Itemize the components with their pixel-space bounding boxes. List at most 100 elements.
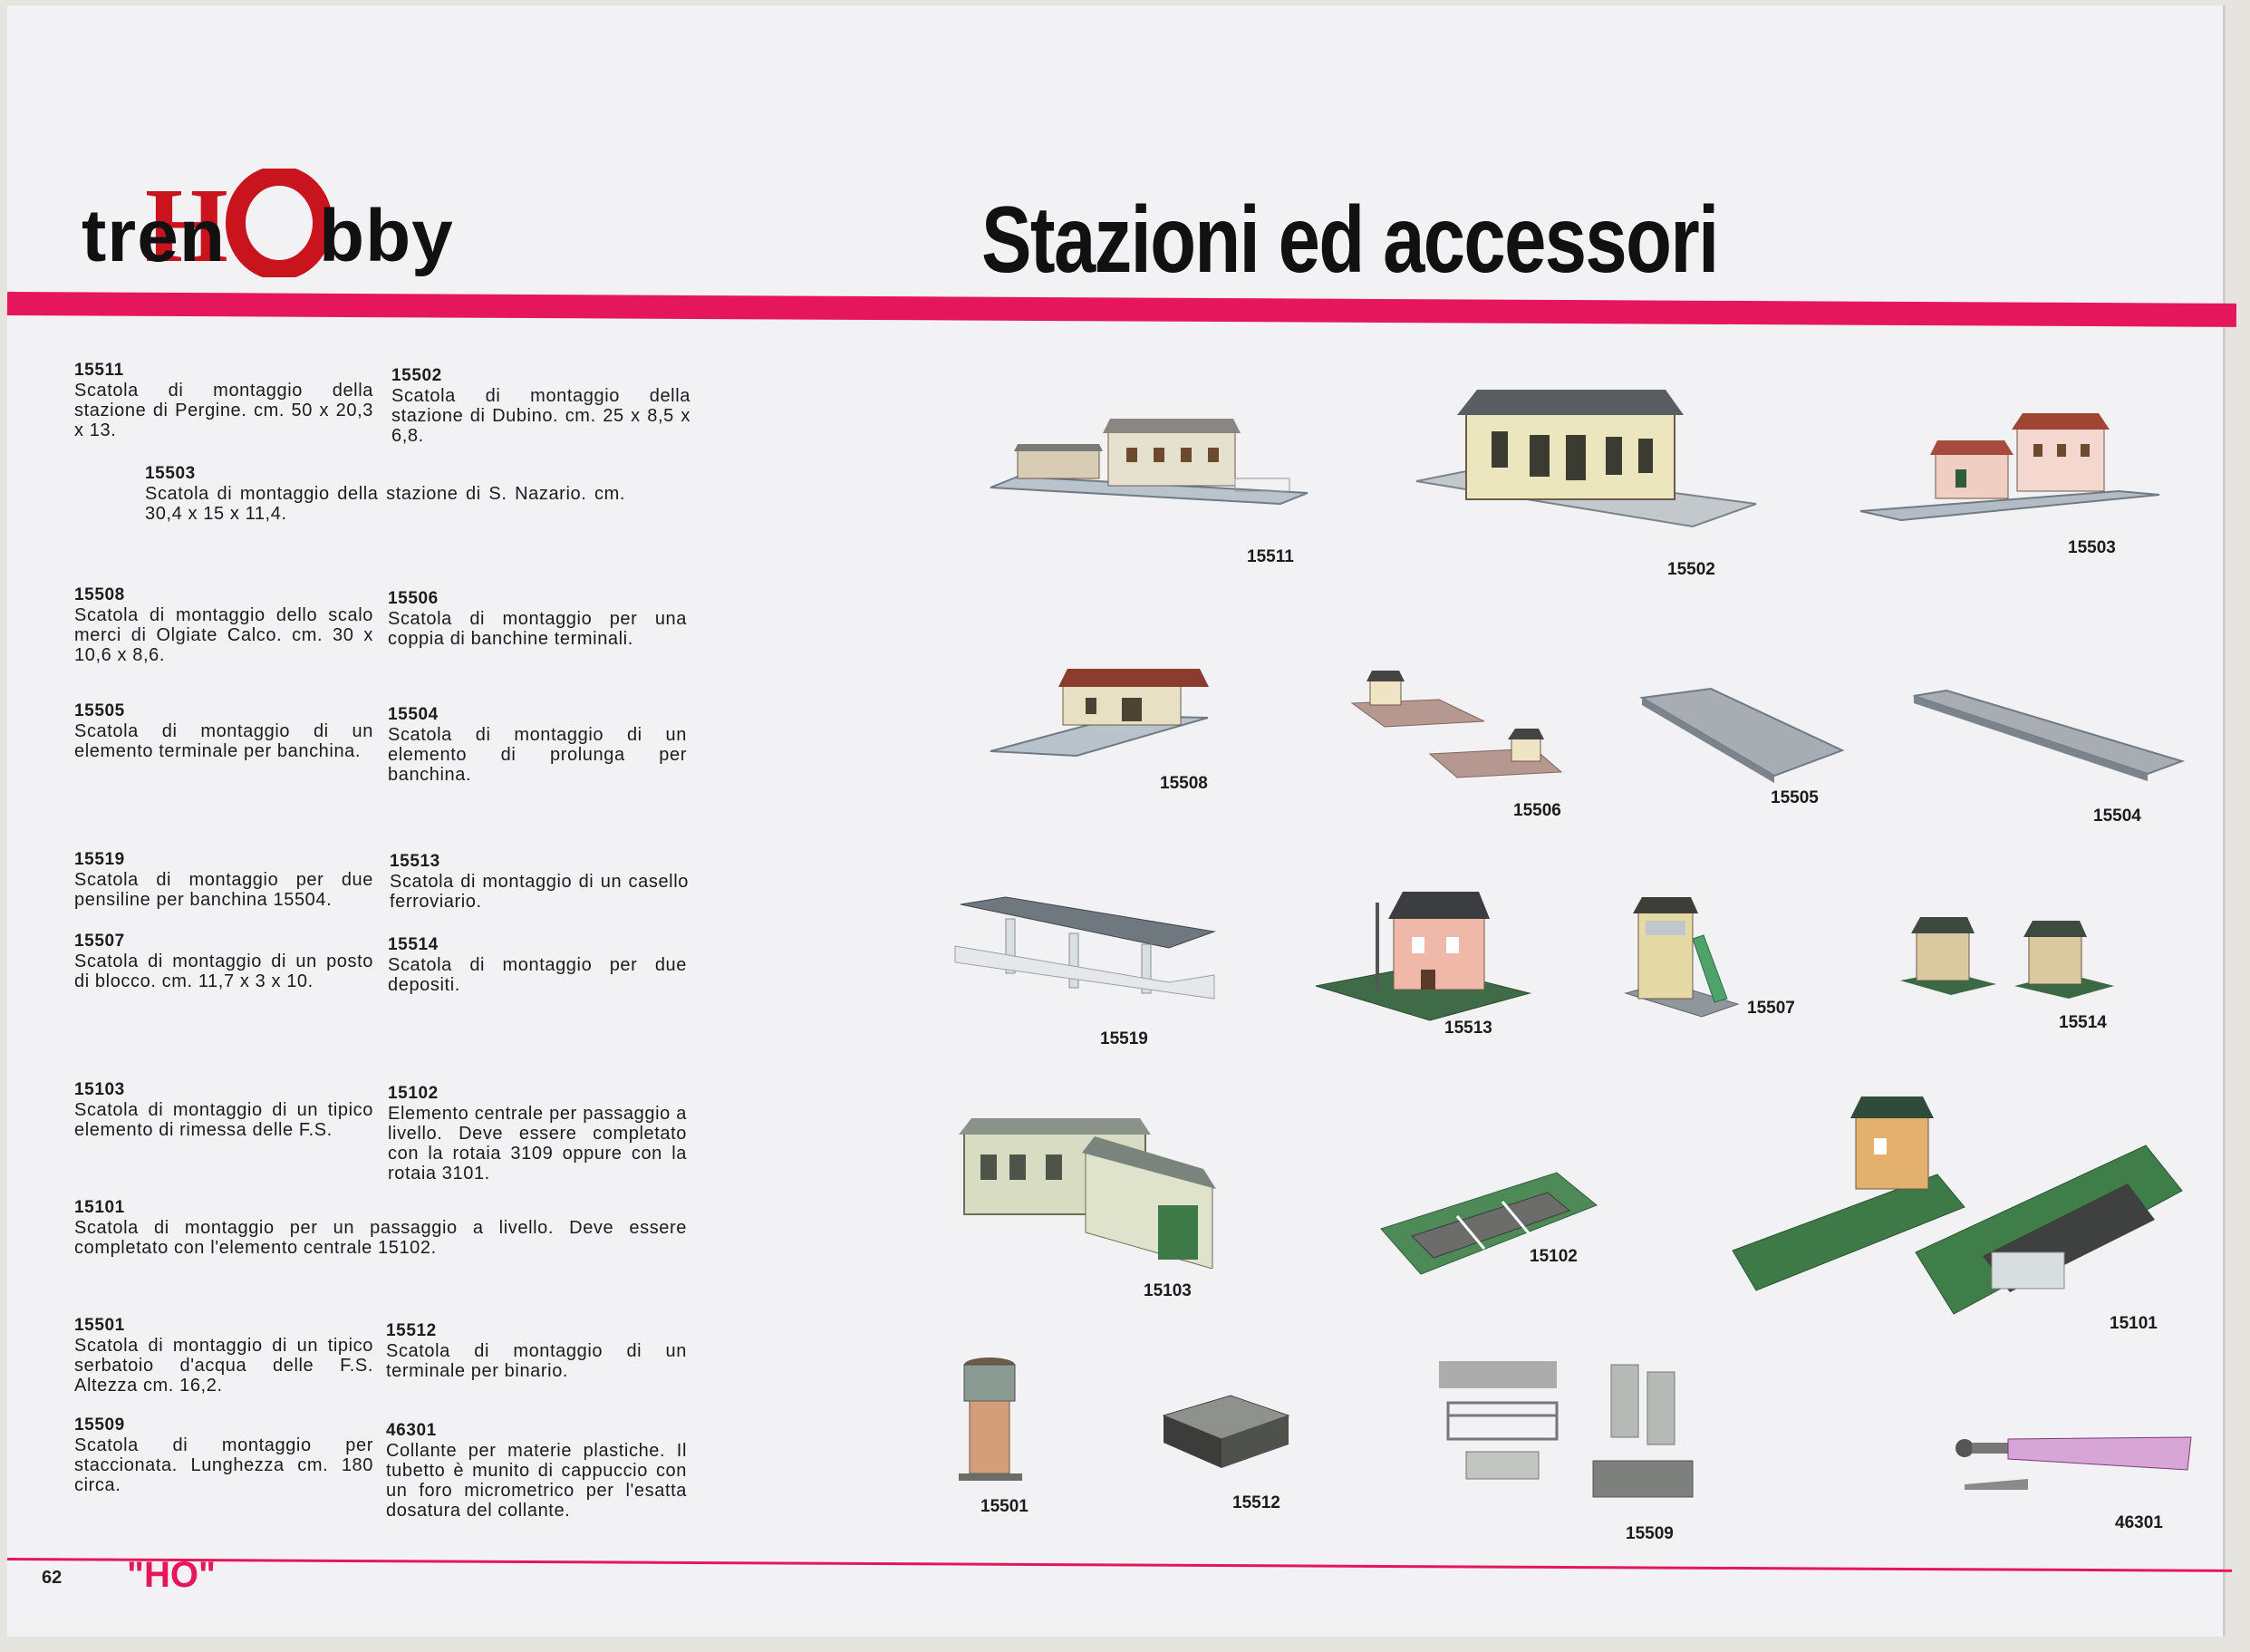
level-crossing-center-icon xyxy=(1380,1172,1598,1275)
figure-label: 15503 xyxy=(2068,538,2116,557)
page-number: 62 xyxy=(42,1568,63,1588)
entry-code: 15501 xyxy=(74,1316,125,1335)
entry-15102: 15102 Elemento centrale per passaggio a … xyxy=(388,1084,687,1183)
station-building-icon xyxy=(1415,390,1757,528)
entry-code: 46301 xyxy=(386,1421,437,1440)
figure-label: 15512 xyxy=(1232,1493,1280,1512)
ho-logo-mark-icon: H xyxy=(145,169,333,277)
engine-shed-icon xyxy=(959,1118,1216,1269)
figure-label: 15508 xyxy=(1160,774,1208,793)
figure-label: 15509 xyxy=(1626,1524,1674,1543)
figure-label: 15501 xyxy=(980,1497,1028,1516)
entry-description: Scatola di montaggio per staccionata. Lu… xyxy=(74,1435,373,1495)
platform-ramp-icon xyxy=(1638,687,1845,783)
entry-15103: 15103 Scatola di montaggio di un tipico … xyxy=(74,1080,373,1140)
entry-description: Elemento centrale per passaggio a livell… xyxy=(388,1104,687,1183)
entry-code: 15508 xyxy=(74,585,125,604)
entry-description: Collante per materie plastiche. Il tubet… xyxy=(386,1441,687,1521)
figure-label: 15514 xyxy=(2059,1013,2107,1032)
entry-code: 15505 xyxy=(74,701,125,720)
entry-15504: 15504 Scatola di montaggio di un element… xyxy=(388,705,687,785)
entry-code: 15509 xyxy=(74,1415,125,1435)
entry-15509: 15509 Scatola di montaggio per stacciona… xyxy=(74,1415,373,1495)
entry-description: Scatola di montaggio di un tipico serbat… xyxy=(74,1336,373,1396)
page-title: Stazioni ed accessori xyxy=(981,188,1719,293)
entry-description: Scatola di montaggio per un passaggio a … xyxy=(74,1218,687,1258)
entry-code: 15101 xyxy=(74,1198,125,1217)
footer-brand: "HO" xyxy=(127,1555,216,1595)
fence-kit-icon xyxy=(1439,1361,1694,1498)
figure-label: 46301 xyxy=(2115,1513,2163,1532)
entry-15101: 15101 Scatola di montaggio per un passag… xyxy=(74,1198,687,1258)
water-tower-icon xyxy=(959,1357,1022,1481)
svg-text:H: H xyxy=(145,169,228,277)
entry-code: 15102 xyxy=(388,1084,439,1103)
entry-15502: 15502 Scatola di montaggio della stazion… xyxy=(391,366,690,446)
figure-label: 15101 xyxy=(2110,1314,2158,1333)
figure-label: 15502 xyxy=(1667,560,1715,579)
entry-15514: 15514 Scatola di montaggio per due depos… xyxy=(388,935,687,995)
figure-label: 15505 xyxy=(1771,788,1819,807)
entry-code: 15513 xyxy=(390,852,440,871)
station-building-icon xyxy=(990,419,1308,506)
figure-label: 15519 xyxy=(1100,1029,1148,1048)
entry-description: Scatola di montaggio per una coppia di b… xyxy=(388,609,687,649)
entry-15511: 15511 Scatola di montaggio della stazion… xyxy=(74,361,373,440)
entry-code: 15503 xyxy=(145,464,196,483)
station-building-icon xyxy=(1859,413,2160,522)
entry-description: Scatola di montaggio dello scalo merci d… xyxy=(74,605,373,665)
entry-15503: 15503 Scatola di montaggio della stazion… xyxy=(145,464,625,524)
figure-label: 15513 xyxy=(1444,1019,1492,1038)
entry-description: Scatola di montaggio di un casello ferro… xyxy=(390,872,689,912)
entry-description: Scatola di montaggio per due depositi. xyxy=(388,955,687,995)
entry-description: Scatola di montaggio della stazione di D… xyxy=(391,386,690,446)
glue-tube-icon xyxy=(1955,1436,2192,1490)
entry-description: Scatola di montaggio di un posto di bloc… xyxy=(74,952,373,991)
figure-label: 15504 xyxy=(2093,807,2141,826)
entry-15501: 15501 Scatola di montaggio di un tipico … xyxy=(74,1316,373,1396)
footer-rule xyxy=(6,1558,2232,1572)
brand-logo: H tren bby xyxy=(82,169,480,277)
entry-description: Scatola di montaggio di un elemento term… xyxy=(74,721,373,761)
buffer-stop-icon xyxy=(1162,1395,1290,1468)
storage-sheds-icon xyxy=(1900,917,2114,999)
entry-code: 15504 xyxy=(388,705,439,724)
entry-code: 15519 xyxy=(74,850,125,869)
entry-description: Scatola di montaggio di un tipico elemen… xyxy=(74,1100,373,1140)
entry-code: 15507 xyxy=(74,932,125,951)
logo-text-left: tren xyxy=(82,195,226,277)
level-crossing-icon xyxy=(1732,1097,2183,1315)
figure-label: 15506 xyxy=(1513,801,1561,820)
platform-pair-icon xyxy=(1350,671,1563,778)
crossing-keeper-house-icon xyxy=(1315,892,1531,1021)
platform-extension-icon xyxy=(1913,689,2186,781)
figure-label: 15102 xyxy=(1530,1247,1578,1266)
entry-code: 15512 xyxy=(386,1321,437,1340)
entry-15506: 15506 Scatola di montaggio per una coppi… xyxy=(388,589,687,649)
entry-15508: 15508 Scatola di montaggio dello scalo m… xyxy=(74,585,373,665)
signal-box-icon xyxy=(1624,897,1740,1018)
figure-label: 15103 xyxy=(1144,1281,1192,1300)
entry-15513: 15513 Scatola di montaggio di un casello… xyxy=(390,852,689,912)
goods-shed-icon xyxy=(990,669,1209,758)
entry-code: 15506 xyxy=(388,589,439,608)
entry-46301: 46301 Collante per materie plastiche. Il… xyxy=(386,1421,687,1521)
platform-canopy-icon xyxy=(954,896,1216,1000)
entry-15519: 15519 Scatola di montaggio per due pensi… xyxy=(74,850,373,910)
figure-label: 15511 xyxy=(1247,547,1294,566)
header-band xyxy=(6,292,2237,327)
logo-text-right: bby xyxy=(319,195,454,277)
entry-description: Scatola di montaggio di un elemento di p… xyxy=(388,725,687,785)
catalog-page: H tren bby Stazioni ed accessori 15511 S… xyxy=(6,5,2237,1637)
entry-description: Scatola di montaggio della stazione di P… xyxy=(74,381,373,440)
entry-code: 15502 xyxy=(391,366,442,385)
entry-code: 15514 xyxy=(388,935,439,954)
entry-15505: 15505 Scatola di montaggio di un element… xyxy=(74,701,373,761)
figure-label: 15507 xyxy=(1747,999,1795,1018)
entry-description: Scatola di montaggio per due pensiline p… xyxy=(74,870,373,910)
entry-15507: 15507 Scatola di montaggio di un posto d… xyxy=(74,932,373,991)
entry-description: Scatola di montaggio della stazione di S… xyxy=(145,484,625,524)
entry-description: Scatola di montaggio di un terminale per… xyxy=(386,1341,687,1381)
entry-15512: 15512 Scatola di montaggio di un termina… xyxy=(386,1321,687,1381)
entry-code: 15511 xyxy=(74,361,124,380)
